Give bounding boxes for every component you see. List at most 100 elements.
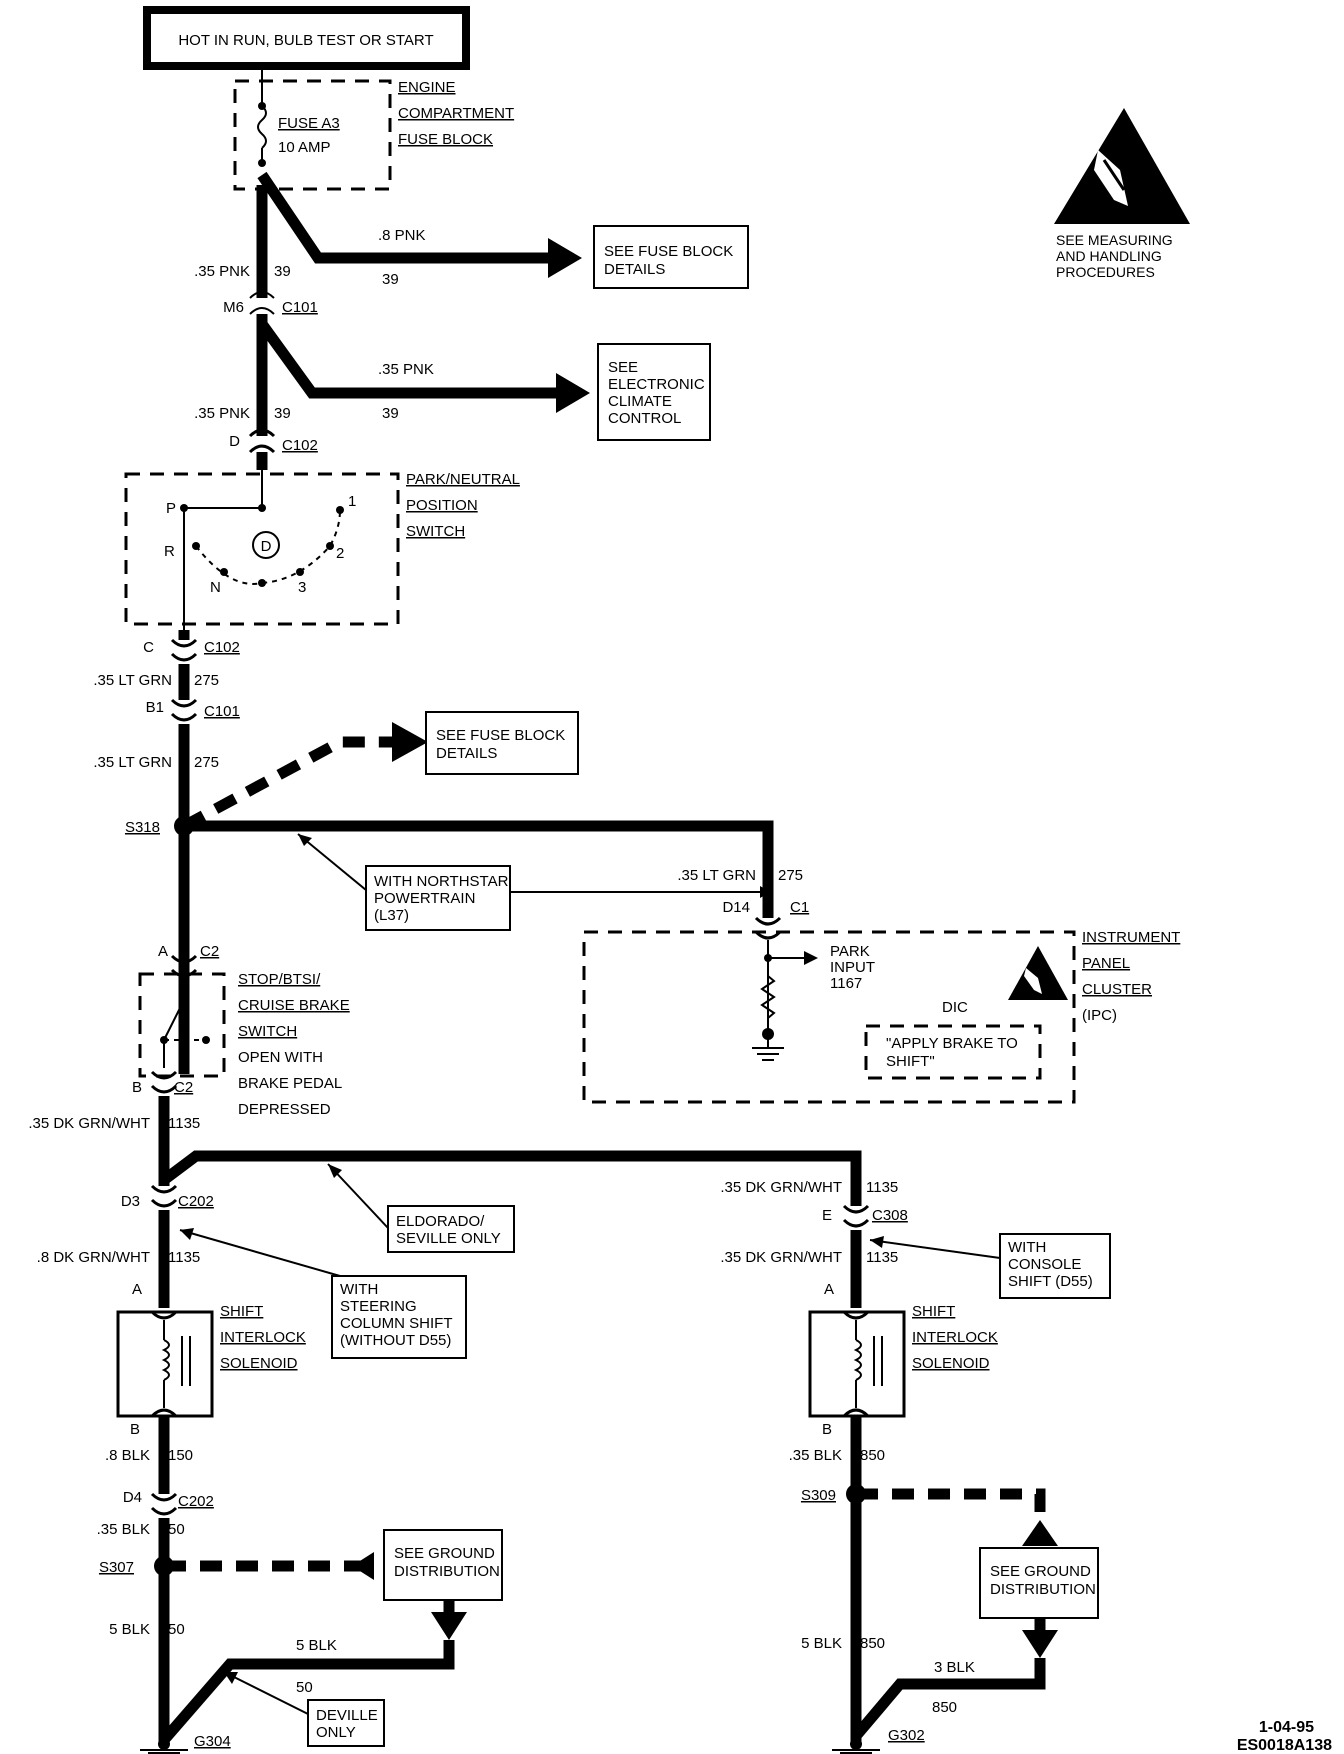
coil-icon bbox=[853, 1339, 862, 1381]
pn-position-n: N bbox=[210, 579, 221, 596]
esd-notice-3: PROCEDURES bbox=[1056, 264, 1155, 280]
solenoid-2-pin-a: A bbox=[824, 1281, 834, 1298]
dic-message-2: SHIFT" bbox=[886, 1053, 935, 1070]
park-input-1: PARK bbox=[830, 943, 870, 960]
note-console-1: WITH bbox=[1008, 1239, 1046, 1256]
brake-switch-label-1: STOP/BTSI/ bbox=[238, 971, 321, 988]
pn-position-r: R bbox=[164, 543, 175, 560]
brake-switch-label-2: CRUISE BRAKE bbox=[238, 997, 350, 1014]
park-input-2: INPUT bbox=[830, 959, 875, 976]
solenoid-2-label-1: SHIFT bbox=[912, 1303, 955, 1320]
ground-label-g304: G304 bbox=[194, 1733, 231, 1750]
wire-circuit-w15: 50 bbox=[296, 1679, 313, 1696]
brake-switch-note-2: BRAKE PEDAL bbox=[238, 1075, 342, 1092]
pn-position-3: 3 bbox=[298, 579, 306, 596]
wire-size-w10: .8 DK GRN/WHT bbox=[37, 1249, 150, 1266]
ref-ground-2-line2: DISTRIBUTION bbox=[990, 1581, 1096, 1598]
wire-size-w18: 3 BLK bbox=[934, 1659, 975, 1676]
note-northstar-1: WITH NORTHSTAR bbox=[374, 873, 509, 890]
splice-label-s307: S307 bbox=[99, 1559, 134, 1576]
splice-s309: S309 bbox=[801, 1484, 1058, 1546]
note-deville-2: ONLY bbox=[316, 1724, 356, 1741]
wire-circuit-w16: 850 bbox=[860, 1447, 885, 1464]
wire-275: .35 LT GRN 275 bbox=[93, 664, 219, 700]
splice-label-s309: S309 bbox=[801, 1487, 836, 1504]
ref-climate-line3: CLIMATE bbox=[608, 393, 672, 410]
note-console-3: SHIFT (D55) bbox=[1008, 1273, 1093, 1290]
park-neutral-switch: D P R N 3 2 1 PARK/NEUTRAL POSITION SWIT… bbox=[124, 470, 520, 630]
fuse-block: FUSE A3 10 AMP ENGINE COMPARTMENT FUSE B… bbox=[233, 70, 514, 191]
ground-g302: G302 bbox=[832, 1727, 925, 1754]
ref-fuse-details-2-line1: SEE FUSE BLOCK bbox=[436, 727, 565, 744]
wire-circuit-w13: 50 bbox=[168, 1521, 185, 1538]
note-steering-4: (WITHOUT D55) bbox=[340, 1332, 451, 1349]
connector-pin-c1: D14 bbox=[722, 899, 750, 916]
solenoid-1-label-1: SHIFT bbox=[220, 1303, 263, 1320]
wire-size-w8: .35 DK GRN/WHT bbox=[28, 1115, 150, 1132]
note-northstar-3: (L37) bbox=[374, 907, 409, 924]
solenoid-2-label-2: INTERLOCK bbox=[912, 1329, 998, 1346]
ref-climate-line2: ELECTRONIC bbox=[608, 376, 705, 393]
wire-50-deville: 5 BLK 50 bbox=[159, 1637, 455, 1744]
wire-circuit-w8: 1135 bbox=[168, 1115, 200, 1132]
pn-label-1: PARK/NEUTRAL bbox=[406, 471, 520, 488]
connector-pin-c101-a: M6 bbox=[223, 299, 244, 316]
connector-id-c101-b: C101 bbox=[204, 703, 240, 720]
wire-circuit-w10: 1135 bbox=[168, 1249, 200, 1266]
wire-circuit-w12: 150 bbox=[168, 1447, 193, 1464]
connector-c101-a: M6 C101 bbox=[223, 291, 318, 316]
wire-size-w15: 5 BLK bbox=[296, 1637, 337, 1654]
solenoid-2-pin-b: B bbox=[822, 1421, 832, 1438]
esd-warning-icon: SEE MEASURING AND HANDLING PROCEDURES bbox=[1054, 108, 1190, 280]
wire-39-main: .8 PNK 39 .35 PNK 39 bbox=[194, 171, 582, 298]
ground-g304: G304 bbox=[140, 1733, 231, 1754]
dic-message-1: "APPLY BRAKE TO bbox=[886, 1035, 1018, 1052]
wire-size-w9: .35 DK GRN/WHT bbox=[720, 1179, 842, 1196]
wire-circuit-w11: 1135 bbox=[866, 1249, 898, 1266]
note-deville: DEVILLE ONLY bbox=[223, 1671, 385, 1747]
connector-pin-c308: E bbox=[822, 1207, 832, 1224]
wire-275-lower: .35 LT GRN 275 bbox=[93, 724, 219, 1074]
fuse-rating: 10 AMP bbox=[278, 139, 331, 156]
footer: 1-04-95 ES0018A138 bbox=[1237, 1719, 1332, 1754]
wire-circuit-w7: 275 bbox=[778, 867, 803, 884]
wire-275-dashed-branch bbox=[181, 722, 428, 831]
wire-850-branch: 3 BLK 850 bbox=[851, 1658, 1046, 1740]
ipc-label-1: INSTRUMENT bbox=[1082, 929, 1180, 946]
ref-box-fuse-details-2: SEE FUSE BLOCK DETAILS bbox=[425, 711, 579, 775]
wire-850: .35 BLK 850 5 BLK 850 bbox=[789, 1416, 885, 1744]
ref-box-fuse-details-1: SEE FUSE BLOCK DETAILS bbox=[593, 225, 749, 289]
coil-icon bbox=[161, 1339, 170, 1381]
wire-size-w11: .35 DK GRN/WHT bbox=[720, 1249, 842, 1266]
connector-id-c2-b: C2 bbox=[174, 1079, 193, 1096]
park-input-3: 1167 bbox=[830, 975, 862, 992]
note-steering-1: WITH bbox=[340, 1281, 378, 1298]
shift-interlock-solenoid-2: A B SHIFT INTERLOCK SOLENOID bbox=[808, 1281, 998, 1438]
connector-pin-c102-a: D bbox=[229, 433, 240, 450]
brake-switch-note-1: OPEN WITH bbox=[238, 1049, 323, 1066]
connector-id-c202-a: C202 bbox=[178, 1193, 214, 1210]
wire-circuit-w4: 39 bbox=[274, 405, 291, 422]
note-steering-2: STEERING bbox=[340, 1298, 417, 1315]
ground-label-g302: G302 bbox=[888, 1727, 925, 1744]
solenoid-2-label-3: SOLENOID bbox=[912, 1355, 990, 1372]
connector-pin-c2-b: B bbox=[132, 1079, 142, 1096]
pn-position-1: 1 bbox=[348, 493, 356, 510]
ipc-label-3: CLUSTER bbox=[1082, 981, 1152, 998]
wire-size-w17: 5 BLK bbox=[801, 1635, 842, 1652]
ipc-label-2: PANEL bbox=[1082, 955, 1130, 972]
esd-notice-1: SEE MEASURING bbox=[1056, 232, 1173, 248]
brake-switch-label-3: SWITCH bbox=[238, 1023, 297, 1040]
connector-id-c102-b: C102 bbox=[204, 639, 240, 656]
wire-circuit-w5: 275 bbox=[194, 672, 219, 689]
connector-id-c101-a: C101 bbox=[282, 299, 318, 316]
connector-c308: E C308 bbox=[822, 1204, 908, 1228]
ipc-label-4: (IPC) bbox=[1082, 1007, 1117, 1024]
wire-circuit-w2: 39 bbox=[274, 263, 291, 280]
connector-pin-c202-a: D3 bbox=[121, 1193, 140, 1210]
ref-fuse-details-2-line2: DETAILS bbox=[436, 745, 497, 762]
note-northstar-2: POWERTRAIN bbox=[374, 890, 475, 907]
splice-s307: S307 bbox=[99, 1552, 374, 1580]
connector-id-c2-a: C2 bbox=[200, 943, 219, 960]
connector-id-c202-b: C202 bbox=[178, 1493, 214, 1510]
